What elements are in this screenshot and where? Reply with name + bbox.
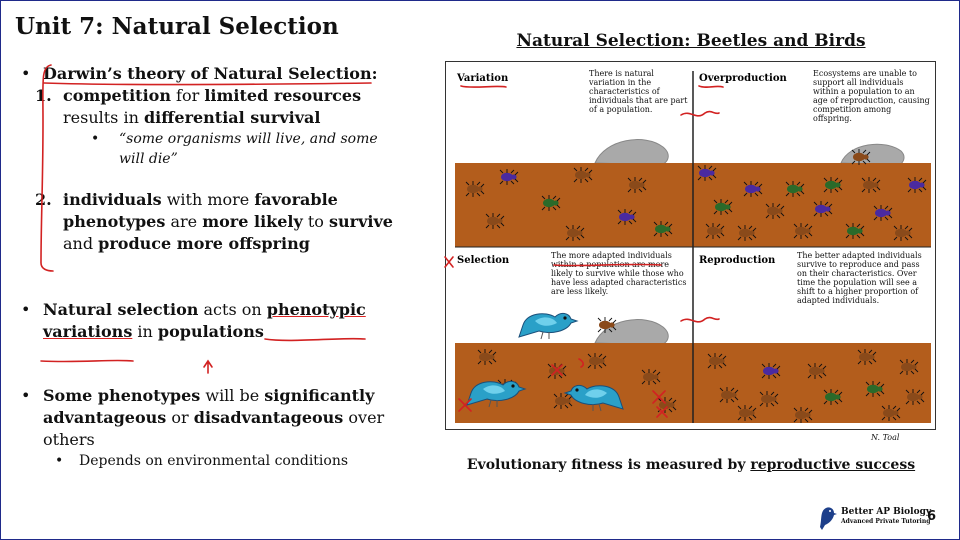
term-populations: populations <box>157 322 264 341</box>
numbered-item-1: 1. competition for limited resources res… <box>21 85 401 129</box>
bird-logo-icon <box>820 507 837 530</box>
text: in <box>132 322 158 341</box>
quote-text: “some organisms will live, and some will… <box>119 131 378 167</box>
figure-caption: Evolutionary fitness is measured by repr… <box>446 457 936 473</box>
term-survive: survive <box>329 212 393 231</box>
panel-label-selection: Selection <box>457 255 510 266</box>
bullet-phenotypes: Some phenotypes will be significantly ad… <box>21 385 401 451</box>
page-number: 6 <box>927 509 937 524</box>
text: will be <box>200 386 265 405</box>
term-competition: competition <box>63 86 171 105</box>
panel-desc-selection: The more adapted individuals within a po… <box>551 251 687 296</box>
term-disadvantageous: disadvantageous <box>193 408 344 427</box>
term-produce-offspring: produce more offspring <box>98 234 310 253</box>
brand-tagline: Advanced Private Tutoring <box>841 518 931 525</box>
natural-selection-figure: Variation Overproduction Selection Repro… <box>445 61 936 430</box>
term-more-likely: more likely <box>202 212 303 231</box>
term-phenotypic-variations: phenotypic variations <box>43 300 366 341</box>
sub-bullet-quote: “some organisms will live, and some will… <box>21 129 401 169</box>
text: results in <box>63 108 144 127</box>
panel-desc-reproduction: The better adapted individuals survive t… <box>797 251 922 305</box>
term-some-phenotypes: Some phenotypes <box>43 386 201 405</box>
text: or <box>166 408 194 427</box>
term-differential-survival: differential survival <box>143 108 321 127</box>
sub-bullet-environment: Depends on environmental conditions <box>21 451 401 471</box>
text: and <box>63 234 99 253</box>
term-favorable-phenotypes: favorable phenotypes <box>63 190 338 231</box>
term-natural-selection: Natural selection <box>43 300 199 319</box>
figure-credit: N. Toal <box>871 433 900 442</box>
panel-label-overproduction: Overproduction <box>699 73 788 84</box>
text: for <box>170 86 205 105</box>
brand-name: Better AP Biology <box>841 507 932 517</box>
text: are <box>165 212 203 231</box>
text: with more <box>161 190 255 209</box>
bullet-natural-selection: Natural selection acts on phenotypic var… <box>21 299 401 343</box>
figure-title: Natural Selection: Beetles and Birds <box>516 31 866 51</box>
numbered-item-2: 2. individuals with more favorable pheno… <box>21 189 401 255</box>
panel-desc-overproduction: Ecosystems are unable to support all ind… <box>813 69 930 123</box>
bullet-darwin: Darwin’s theory of Natural Selection: <box>21 63 401 85</box>
caption-text: Evolutionary fitness is measured by <box>466 457 751 473</box>
panel-desc-variation: There is natural variation in the charac… <box>589 69 688 114</box>
number-1: 1. <box>35 86 52 105</box>
number-2: 2. <box>35 190 52 209</box>
environment-text: Depends on environmental conditions <box>79 453 349 469</box>
term-individuals: individuals <box>63 190 162 209</box>
panel-label-variation: Variation <box>456 73 509 84</box>
brand-block: Better AP Biology Advanced Private Tutor… <box>841 507 931 527</box>
text: over others <box>43 408 385 449</box>
bullet-list: Darwin’s theory of Natural Selection: 1.… <box>21 63 401 471</box>
term-advantageous: significantly advantageous <box>43 386 375 427</box>
text: to <box>302 212 330 231</box>
caption-emphasis: reproductive success <box>750 457 916 473</box>
bullet-darwin-text: Darwin’s theory of Natural Selection: <box>43 64 378 83</box>
term-limited-resources: limited resources <box>204 86 362 105</box>
text: acts on <box>198 300 267 319</box>
panel-label-reproduction: Reproduction <box>699 255 776 266</box>
slide-title: Unit 7: Natural Selection <box>15 13 339 40</box>
